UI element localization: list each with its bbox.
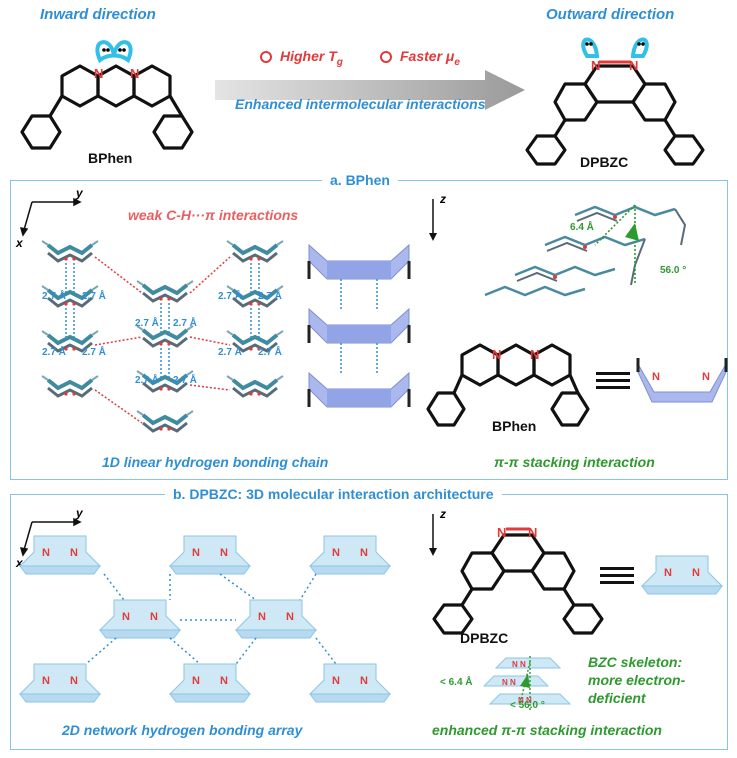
bphen-top-label: BPhen [88,150,133,166]
bullet-icon [260,51,272,64]
outward-direction-label: Outward direction [546,6,675,23]
skeleton-line-1: BZC skeleton: [588,654,683,670]
axis-y-label-a: y [76,186,83,200]
axis-z-arrow-a [429,199,437,241]
axes-xy-icon [19,197,82,237]
equivalent-sign-b [600,567,634,584]
svg-text:N: N [530,347,539,362]
panel-a-title: a. BPhen [322,172,398,188]
axis-z-label-a: z [440,192,446,206]
bphen-stack-shapes [307,243,411,409]
axis-z-label-b: z [440,507,446,521]
distance-label: 2.7 Å [42,347,66,358]
skeleton-line-2: more electron- [588,672,686,688]
axis-z-arrow-b [429,514,437,556]
svg-text:N: N [497,525,506,540]
svg-text:N: N [528,525,537,540]
bphen-trough-shape: N N [636,358,728,403]
equivalent-sign-a [596,372,630,389]
axis-y-label-b: y [76,506,83,520]
skeleton-line-3: deficient [588,690,646,706]
bphen-panel-label: BPhen [492,418,537,434]
distance-label: 2.7 Å [258,291,282,302]
distance-label: 2.7 Å [218,347,242,358]
stack-distance-label: 6.4 Å [570,222,594,233]
distance-label: 2.7 Å [258,347,282,358]
svg-text:N: N [130,66,139,81]
arrow-caption: Enhanced intermolecular interactions [235,96,486,112]
distance-label: 2.7 Å [82,291,106,302]
panel-b-title: b. DPBZC: 3D molecular interaction archi… [165,486,502,502]
svg-text:N: N [692,567,700,579]
svg-text:N: N [629,58,638,73]
panel-a-right-caption: π-π stacking interaction [494,454,655,470]
distance-label: 2.7 Å [173,375,197,386]
svg-text:N: N [94,66,103,81]
dist-label-b: < 6.4 Å [440,677,473,688]
inward-direction-label: Inward direction [40,6,156,23]
svg-text:N: N [702,371,710,383]
transformation-arrow [215,70,525,110]
axis-x-label-a: x [16,236,23,250]
dpbzc-stacking-diagram: N N N N N N [482,656,572,712]
svg-text:N: N [492,347,501,362]
dpbzc-panel-structure: N N [432,525,604,635]
bphen-panel-structure: N N [426,343,590,427]
svg-text:N: N [652,371,660,383]
svg-text:N N: N N [512,660,526,669]
axes-xy-icon [19,517,82,557]
feature-faster-mu: Faster μe [380,48,460,68]
svg-text:N: N [591,58,600,73]
bullet-icon [380,51,392,64]
distance-label: 2.7 Å [82,347,106,358]
bphen-top-structure: N N [20,40,194,150]
feature-higher-tg: Higher Tg [260,48,343,68]
bphen-stacked-crystal [484,204,687,297]
dpbzc-top-label: DPBZC [580,154,629,170]
panel-b-left-caption: 2D network hydrogen bonding array [62,722,303,738]
dpbzc-shape: N N [640,555,724,595]
distance-label: 2.7 Å [135,375,159,386]
weak-interaction-label: weak C-H···π interactions [128,207,299,223]
svg-text:N N: N N [518,696,532,705]
distance-label: 2.7 Å [135,318,159,329]
panel-b-right-caption: enhanced π-π stacking interaction [432,722,662,738]
axis-x-label-b: x [16,556,23,570]
dpbzc-network: N N [19,535,391,703]
distance-label: 2.7 Å [218,291,242,302]
dpbzc-panel-label: DPBZC [460,630,509,646]
svg-text:N N: N N [502,678,516,687]
svg-text:N: N [664,567,672,579]
dpbzc-top-structure: N N [525,37,705,166]
angle-label-b: < 56.0 ° [510,700,545,711]
bphen-crystal-chains [40,239,285,433]
panel-a-left-caption: 1D linear hydrogen bonding chain [102,454,329,470]
stack-angle-label: 56.0 ° [660,265,687,276]
distance-label: 2.7 Å [173,318,197,329]
distance-label: 2.7 Å [42,291,66,302]
